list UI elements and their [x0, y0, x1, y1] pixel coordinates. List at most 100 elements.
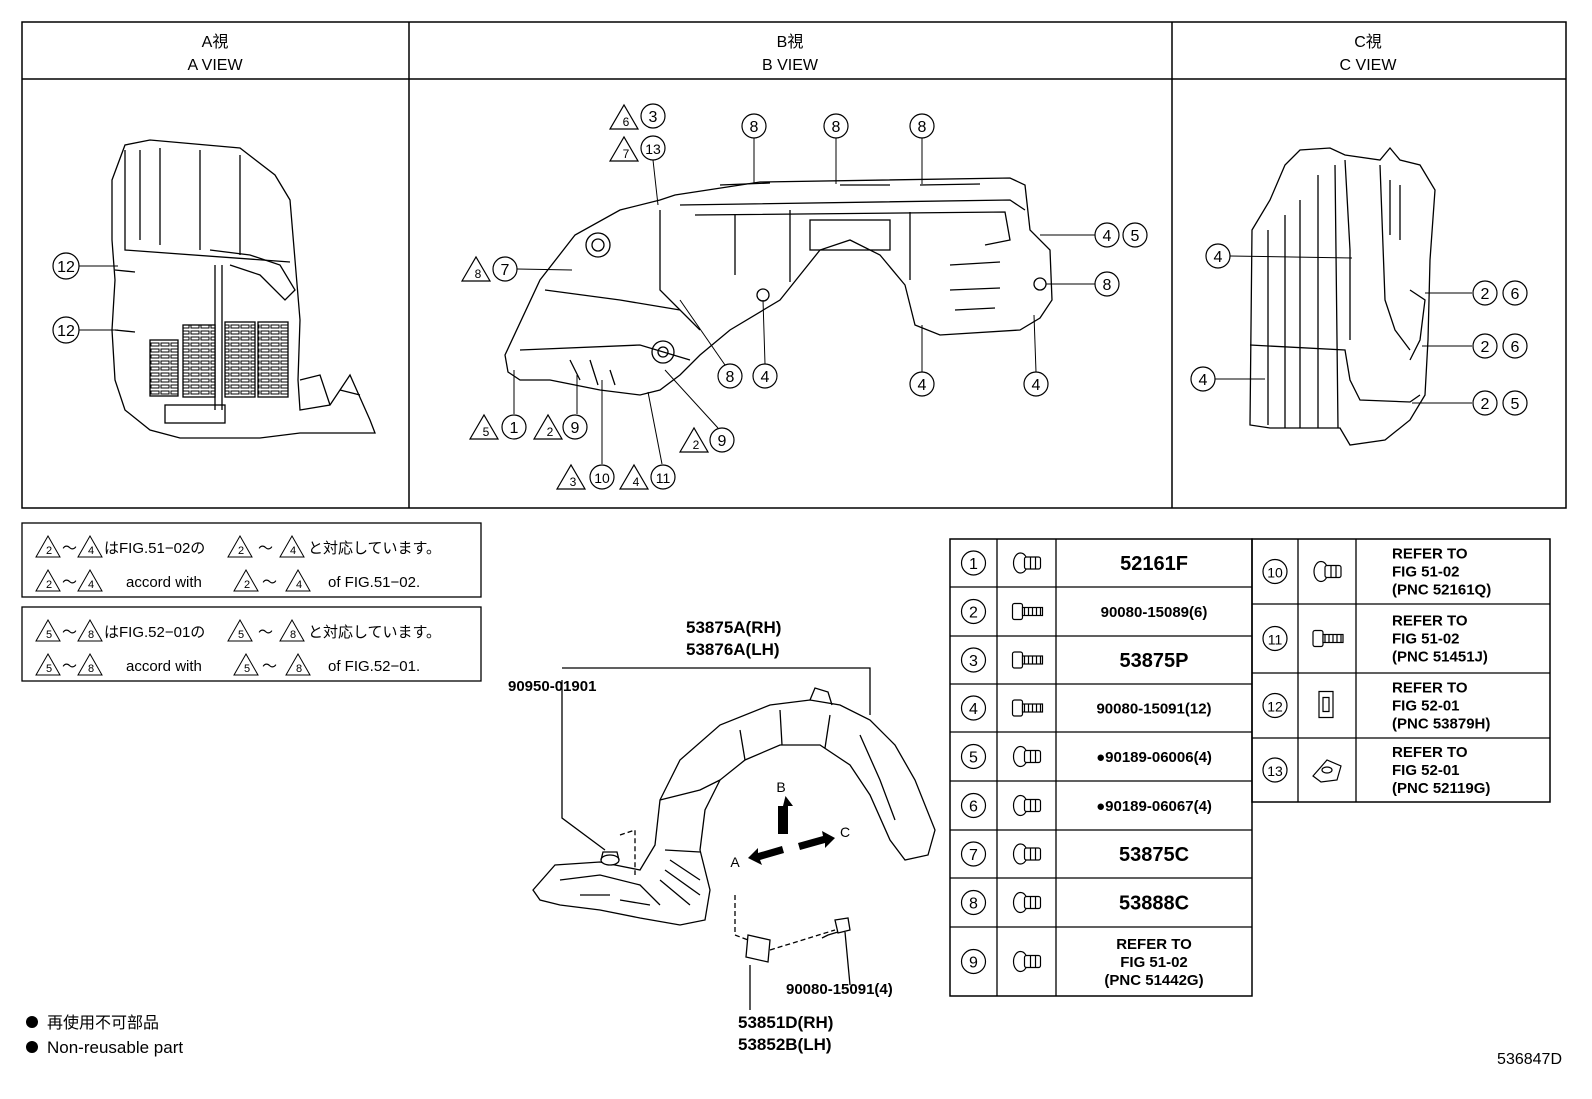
- parts-row-7: 7 53875C: [960, 841, 1189, 867]
- svg-text:5: 5: [244, 663, 250, 675]
- clip-icon: [1012, 950, 1042, 973]
- svg-text:2: 2: [46, 579, 52, 591]
- svg-text:A: A: [730, 854, 740, 870]
- callout-4-c-top: 4: [1205, 243, 1353, 269]
- svg-text:10: 10: [594, 470, 610, 486]
- callout-2-6-c-1: 2 6: [1425, 280, 1528, 306]
- non-reusable-dot-icon: [26, 1041, 38, 1053]
- svg-text:4: 4: [918, 377, 927, 394]
- svg-text:12: 12: [57, 323, 75, 340]
- views-frame: [21, 21, 1567, 509]
- non-reusable-dot-icon: [26, 1016, 38, 1028]
- svg-text:はFIG.52−01の: はFIG.52−01の: [104, 624, 205, 641]
- bracket-rh-label: 53851D(RH): [738, 1013, 833, 1032]
- svg-text:9: 9: [969, 955, 978, 972]
- svg-text:10: 10: [1267, 565, 1283, 581]
- parts-row-6: 6 ●90189-06067(4): [960, 792, 1212, 819]
- svg-text:2: 2: [1481, 339, 1490, 356]
- svg-text:C: C: [840, 824, 850, 840]
- svg-text:4: 4: [88, 579, 94, 591]
- svg-text:はFIG.51−02の: はFIG.51−02の: [104, 540, 205, 557]
- svg-text:8: 8: [750, 119, 759, 136]
- retainer-icon: [1318, 690, 1334, 719]
- part-reference: (PNC 52161Q): [1392, 582, 1491, 599]
- svg-text:4: 4: [1032, 377, 1041, 394]
- c-view-title-en: C VIEW: [1340, 57, 1398, 74]
- callout-8-top-3: 8: [909, 113, 935, 184]
- part-reference: REFER TO: [1392, 613, 1468, 630]
- parts-row-5: 5●90189-06006(4): [960, 743, 1212, 770]
- svg-text:と対応しています。: と対応しています。: [308, 540, 441, 557]
- callout-4-bottom-b: 4: [1023, 314, 1049, 397]
- part-number: REFER TO: [1116, 936, 1192, 953]
- part-reference: (PNC 51451J): [1392, 649, 1488, 666]
- svg-text:of FIG.51−02.: of FIG.51−02.: [328, 574, 420, 591]
- part-number: 52161F: [1120, 553, 1188, 575]
- callout-8-mid: 8: [679, 299, 743, 389]
- a-view-callouts: 12 12: [52, 252, 118, 344]
- svg-text:5: 5: [238, 629, 244, 641]
- svg-text:5: 5: [46, 663, 52, 675]
- part-reference: REFER TO: [1392, 744, 1468, 761]
- screw-icon: [1011, 699, 1044, 717]
- callout-2-5-c-3: 2 5: [1412, 390, 1528, 416]
- clip-icon: [1012, 745, 1042, 768]
- svg-text:6: 6: [1511, 286, 1520, 303]
- b-view-drawing: [504, 177, 1053, 396]
- part-number: ●90189-06067(4): [1096, 798, 1212, 815]
- svg-text:4: 4: [1103, 228, 1112, 245]
- callout-tri4-11: 4 11: [618, 391, 676, 490]
- svg-text:12: 12: [1267, 699, 1283, 715]
- svg-text:4: 4: [969, 701, 978, 718]
- svg-text:8: 8: [1103, 277, 1112, 294]
- arrow-c-icon: [798, 831, 835, 850]
- main-assembly-labels: 53875A(RH) 53876A(LH) 90950-01901 90080-…: [508, 618, 893, 1054]
- part-reference: (PNC 52119G): [1392, 780, 1490, 797]
- svg-text:3: 3: [570, 475, 577, 489]
- clip-icon: [1012, 843, 1042, 865]
- screw-icon: [1011, 651, 1044, 669]
- svg-text:4: 4: [88, 545, 94, 557]
- clip-icon: [1012, 891, 1042, 914]
- callout-8-top-1: 8: [741, 113, 767, 184]
- screw-label: 90080-15091(4): [786, 981, 893, 998]
- clip-icon: [1012, 552, 1042, 574]
- svg-text:8: 8: [918, 119, 927, 136]
- a-view-title-jp: A視: [202, 33, 229, 51]
- svg-text:〜: 〜: [258, 540, 273, 557]
- a-view-title-en: A VIEW: [187, 57, 243, 74]
- callout-4-5-right: 4 5: [1040, 222, 1148, 248]
- liner-lh-label: 53876A(LH): [686, 640, 780, 659]
- svg-text:3: 3: [649, 109, 658, 126]
- callout-tri6-3: 6 3: [608, 103, 666, 130]
- part-reference: FIG 51-02: [1392, 564, 1460, 581]
- clip-icon: [1012, 794, 1042, 817]
- bracket-lh-label: 53852B(LH): [738, 1035, 832, 1054]
- b-view-title-jp: B視: [777, 33, 804, 51]
- svg-text:と対応しています。: と対応しています。: [308, 624, 441, 641]
- svg-text:8: 8: [969, 896, 978, 913]
- part-number: 90080-15091(12): [1096, 700, 1211, 717]
- svg-text:7: 7: [969, 847, 978, 864]
- svg-text:6: 6: [969, 799, 978, 816]
- svg-text:2: 2: [46, 545, 52, 557]
- callout-12-lower: 12: [52, 316, 118, 344]
- svg-text:〜: 〜: [62, 574, 77, 591]
- callout-tri2-9-left: 2 9: [532, 375, 588, 440]
- svg-text:〜: 〜: [262, 658, 277, 675]
- callout-4-mid: 4: [752, 299, 778, 389]
- callout-tri5-1: 5 1: [468, 370, 527, 440]
- svg-text:6: 6: [1511, 339, 1520, 356]
- part-number: 53875C: [1119, 844, 1189, 866]
- svg-text:7: 7: [501, 262, 510, 279]
- svg-text:2: 2: [1481, 396, 1490, 413]
- svg-text:8: 8: [88, 629, 94, 641]
- svg-text:2: 2: [244, 579, 250, 591]
- callout-8-top-2: 8: [823, 113, 849, 184]
- svg-text:4: 4: [1214, 249, 1223, 266]
- svg-text:〜: 〜: [62, 658, 77, 675]
- svg-text:8: 8: [296, 663, 302, 675]
